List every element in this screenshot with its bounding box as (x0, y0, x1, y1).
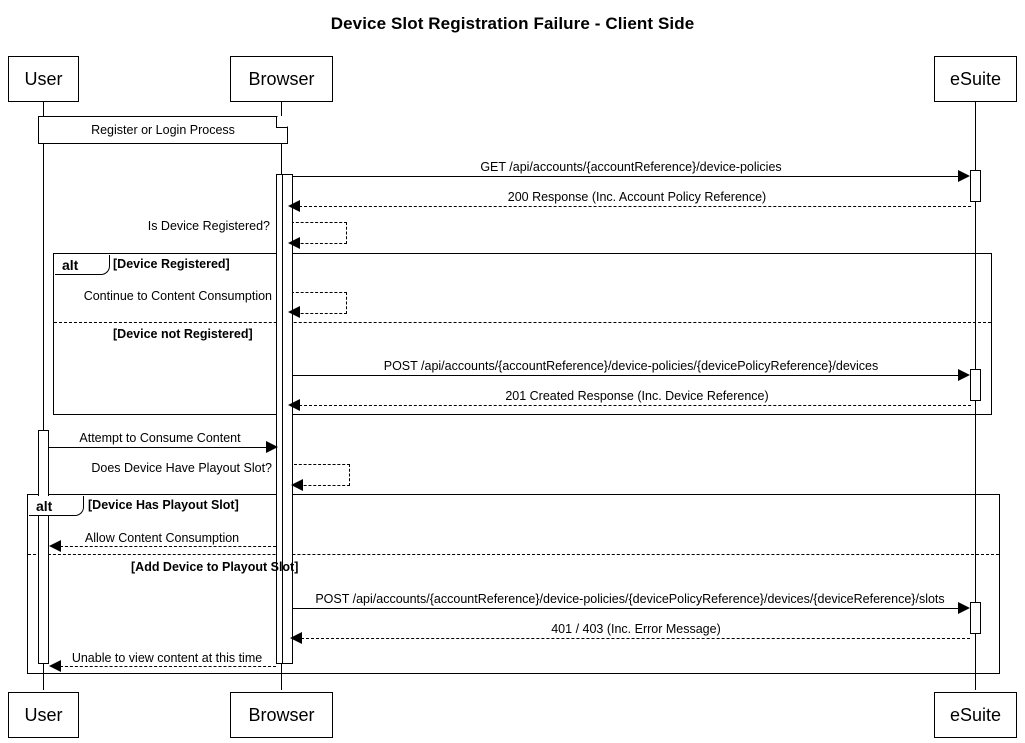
message-line-unable-to-view-content (60, 666, 276, 667)
participant-user-foot[interactable]: User (8, 692, 79, 738)
fragment-alt-device-registration-condition-2: [Device not Registered] (113, 327, 253, 341)
message-label-resp-200: 200 Response (Inc. Account Policy Refere… (507, 190, 767, 204)
participant-browser-head[interactable]: Browser (230, 56, 333, 102)
message-line-attempt-to-consume-content (44, 447, 270, 448)
message-arrowhead-post-devices (958, 369, 970, 381)
activation-esuite-post-slots (970, 602, 981, 634)
message-self-does-device-have-playout-slot (294, 464, 356, 486)
message-arrowhead-unable-to-view-content (49, 660, 61, 672)
fragment-alt-playout-slot-divider (28, 554, 999, 555)
note-text: Register or Login Process (91, 123, 235, 137)
fragment-alt-playout-slot-condition-1: [Device Has Playout Slot] (88, 498, 239, 512)
participant-esuite-foot[interactable]: eSuite (934, 692, 1017, 738)
fragment-alt-playout-slot-operator: alt (29, 496, 84, 516)
fragment-alt-device-registration-divider (54, 322, 991, 323)
participant-user-head[interactable]: User (8, 56, 79, 102)
message-arrowhead-attempt-to-consume-content (266, 441, 278, 453)
message-label-post-devices: POST /api/accounts/{accountReference}/de… (383, 359, 879, 373)
fragment-alt-device-registration-condition-1: [Device Registered] (113, 257, 230, 271)
message-arrowhead-get-device-policies (958, 170, 970, 182)
participant-browser-foot[interactable]: Browser (230, 692, 333, 738)
message-label-allow-content-consumption: Allow Content Consumption (84, 531, 240, 545)
activation-user (38, 430, 49, 664)
lifeline-user (43, 102, 44, 690)
message-label-resp-401-403: 401 / 403 (Inc. Error Message) (551, 622, 721, 636)
message-line-resp-200 (299, 206, 971, 207)
message-label-post-slots: POST /api/accounts/{accountReference}/de… (315, 592, 945, 606)
message-label-get-device-policies: GET /api/accounts/{accountReference}/dev… (480, 160, 782, 174)
participant-user-label: User (24, 68, 63, 89)
activation-esuite-post-devices (970, 369, 981, 401)
message-arrowhead-is-device-registered (288, 237, 300, 249)
message-line-post-devices (288, 375, 962, 376)
activation-esuite-get-policies (970, 170, 981, 202)
note-register-or-login: Register or Login Process (38, 116, 288, 144)
fragment-alt-device-registration-operator: alt (55, 255, 110, 275)
participant-esuite-foot-label: eSuite (949, 704, 1002, 725)
fragment-operator-label: alt (36, 497, 53, 514)
page-title: Device Slot Registration Failure - Clien… (330, 14, 695, 33)
participant-browser-foot-label: Browser (248, 704, 315, 725)
message-label-resp-201: 201 Created Response (Inc. Device Refere… (505, 389, 769, 403)
fragment-operator-label: alt (62, 256, 79, 273)
participant-browser-label: Browser (248, 68, 315, 89)
message-arrowhead-resp-200 (288, 200, 300, 212)
message-arrowhead-does-device-have-playout-slot (291, 479, 303, 491)
message-label-unable-to-view-content: Unable to view content at this time (71, 651, 263, 665)
message-self-continue-to-content-consumption (291, 292, 353, 314)
message-self-is-device-registered (291, 222, 353, 244)
fragment-alt-playout-slot (27, 494, 1000, 674)
message-line-allow-content-consumption (60, 546, 276, 547)
message-label-continue-to-content-consumption: Continue to Content Consumption (83, 289, 272, 303)
participant-esuite-label: eSuite (949, 68, 1002, 89)
fragment-alt-device-registration (53, 253, 992, 415)
activation-browser-inner (282, 174, 293, 664)
message-arrowhead-continue-to-content-consumption (288, 306, 300, 318)
message-arrowhead-resp-201 (288, 399, 300, 411)
message-arrowhead-resp-401-403 (290, 632, 302, 644)
message-label-does-device-have-playout-slot: Does Device Have Playout Slot? (91, 461, 272, 475)
participant-esuite-head[interactable]: eSuite (934, 56, 1017, 102)
message-line-resp-201 (299, 405, 971, 406)
note-fold-corner-icon (276, 116, 288, 128)
message-line-get-device-policies (288, 176, 962, 177)
participant-user-foot-label: User (24, 704, 63, 725)
fragment-alt-playout-slot-condition-2: [Add Device to Playout Slot] (131, 560, 299, 574)
message-line-resp-401-403 (301, 638, 970, 639)
message-label-is-device-registered: Is Device Registered? (147, 219, 270, 233)
note-fold-icon (277, 116, 288, 127)
message-label-attempt-to-consume-content: Attempt to Consume Content (79, 431, 241, 445)
message-arrowhead-post-slots (958, 602, 970, 614)
message-line-post-slots (290, 608, 962, 609)
message-arrowhead-allow-content-consumption (49, 540, 61, 552)
